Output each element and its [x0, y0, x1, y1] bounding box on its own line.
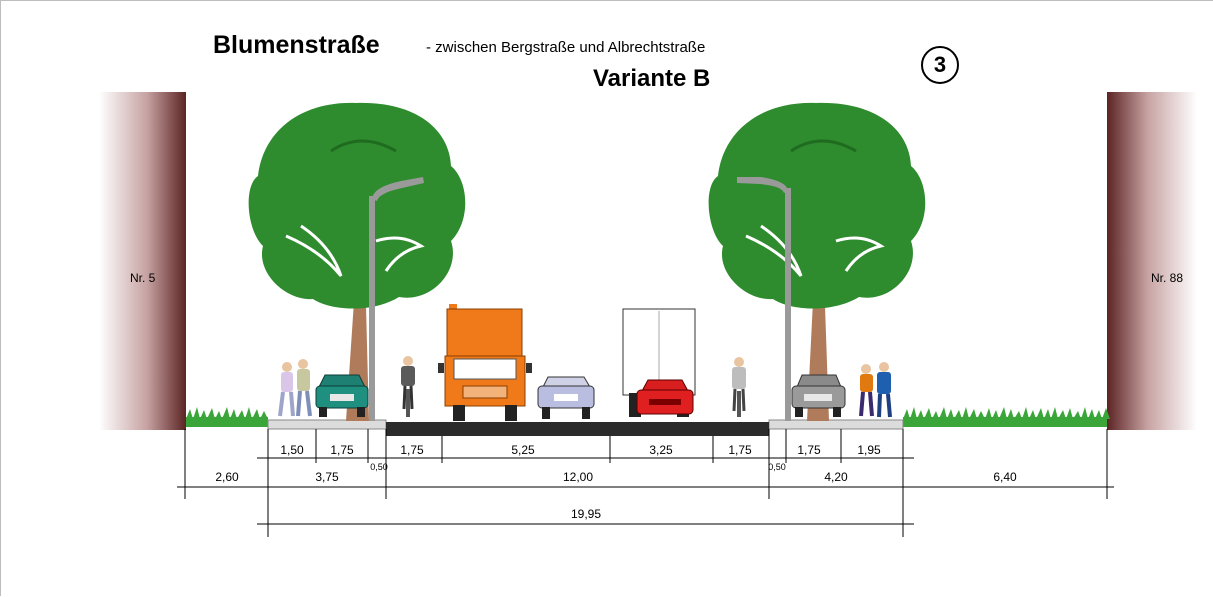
dim-sidewalk-right: 1,95: [857, 443, 881, 457]
dim-total-width: 19,95: [571, 507, 601, 521]
truck-icon: [438, 304, 532, 421]
roadway: [386, 422, 769, 436]
car-icon: [537, 376, 595, 419]
car-icon: [315, 374, 369, 417]
car-icon: [636, 379, 694, 415]
building-right: [1107, 92, 1197, 430]
building-right-label: Nr. 88: [1151, 271, 1184, 285]
dim-parking-left: 1,75: [330, 443, 354, 457]
street-lamp-icon: [737, 177, 791, 421]
dim-sidewalk-left-1: 1,50: [280, 443, 304, 457]
grass-left: [186, 407, 268, 427]
pedestrian-icon: [278, 362, 295, 417]
pedestrian-icon: [859, 364, 874, 417]
dim-lane-right: 3,25: [649, 443, 673, 457]
dim-front-yard-right: 6,40: [993, 470, 1017, 484]
dim-side-space-left: 3,75: [315, 470, 339, 484]
dim-carriageway: 12,00: [563, 470, 593, 484]
cyclist-icon: [732, 357, 746, 417]
cyclist-icon: [401, 356, 415, 417]
building-left: [99, 92, 186, 430]
pedestrian-icon: [296, 359, 312, 417]
dim-curb-left: 0,50: [370, 462, 388, 472]
building-left-label: Nr. 5: [130, 271, 156, 285]
tree-icon: [708, 102, 926, 421]
sidewalk-right: [768, 419, 904, 430]
sidewalk-left: [267, 419, 387, 430]
dim-bike-lane-left: 1,75: [400, 443, 424, 457]
street-subtitle: - zwischen Bergstraße und Albrechtstraße: [426, 39, 706, 56]
tree-icon: [248, 102, 466, 421]
variant-label: Variante B: [593, 65, 711, 92]
car-icon: [791, 374, 846, 417]
street-lamp-icon: [369, 177, 424, 421]
grass-right: [903, 407, 1110, 427]
section-number-badge: 3: [921, 46, 959, 84]
pedestrian-icon: [877, 362, 892, 418]
dim-lane-left: 5,25: [511, 443, 535, 457]
dimension-lines: [177, 429, 1114, 537]
dim-side-space-right: 4,20: [824, 470, 848, 484]
dim-curb-right: 0,50: [768, 462, 786, 472]
street-title: Blumenstraße: [213, 31, 380, 59]
dim-front-yard-left: 2,60: [215, 470, 239, 484]
dim-bike-lane-right: 1,75: [728, 443, 752, 457]
dim-parking-right: 1,75: [797, 443, 821, 457]
